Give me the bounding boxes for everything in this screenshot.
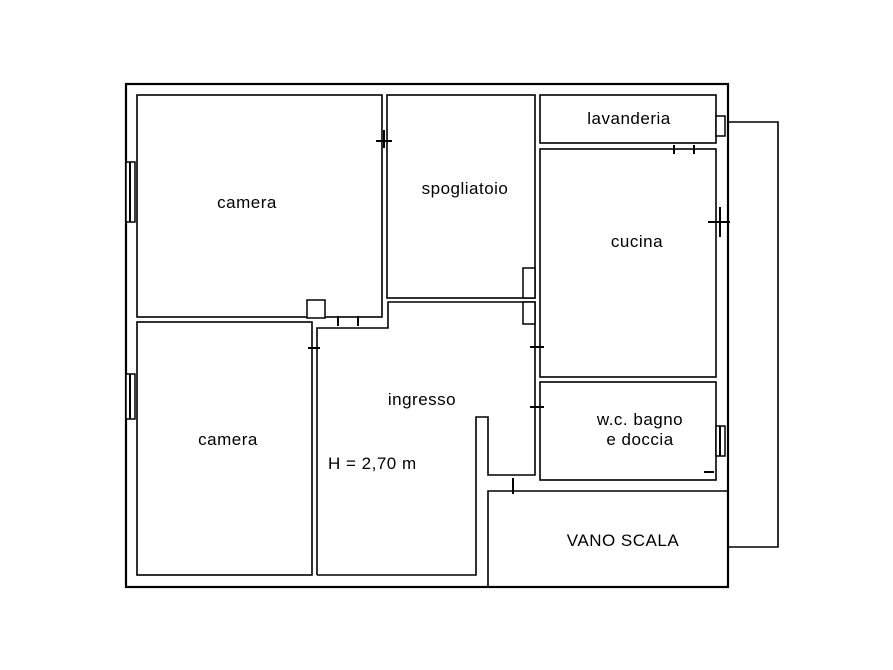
room-spogliatoio: [386, 94, 536, 299]
room-ingresso: [316, 301, 536, 576]
room-cucina: [539, 148, 717, 378]
room-camera-bottom: [136, 321, 313, 576]
chimney-shaft: [306, 299, 326, 319]
label-bagno-line1: w.c. bagno: [596, 410, 683, 429]
openings: [125, 115, 730, 494]
window-lavanderia: [715, 115, 726, 137]
label-ingresso: ingresso: [388, 390, 456, 409]
label-height: H = 2,70 m: [328, 454, 417, 473]
label-bagno-line2: e doccia: [606, 430, 673, 449]
label-lavanderia: lavanderia: [587, 109, 670, 128]
room-labels: camera spogliatoio lavanderia cucina cam…: [198, 109, 683, 550]
label-spogliatoio: spogliatoio: [422, 179, 509, 198]
label-cucina: cucina: [611, 232, 663, 251]
room-vano-scala: [487, 490, 728, 586]
outer-walls: [124, 82, 779, 589]
room-camera-top: [136, 94, 383, 318]
room-outlines: [136, 94, 728, 586]
duct-spogliatoio: [522, 267, 536, 299]
label-vano-scala: VANO SCALA: [567, 531, 680, 550]
duct-ingresso: [522, 301, 536, 325]
label-camera-bottom: camera: [198, 430, 258, 449]
label-camera-top: camera: [217, 193, 277, 212]
